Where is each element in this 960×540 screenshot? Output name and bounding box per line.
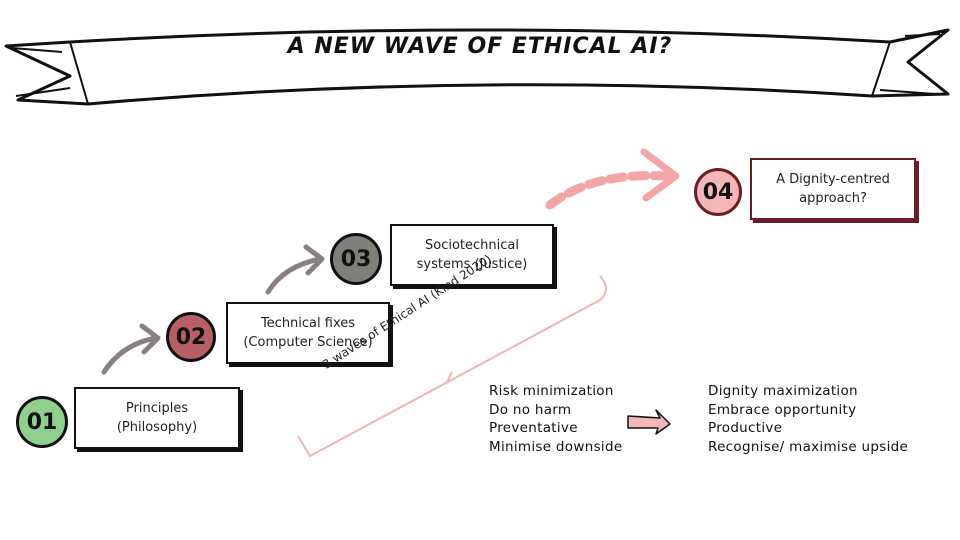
- step-04-label-line1: A Dignity-centred: [776, 172, 890, 187]
- step-03-number: 03: [340, 246, 372, 272]
- arrow-03-to-04-head: [640, 148, 680, 202]
- left-list-item: Preventative: [489, 420, 578, 436]
- left-list-item: Risk minimization: [489, 383, 614, 399]
- arrow-02-to-03: [265, 244, 325, 295]
- left-list: Risk minimization Do no harm Preventativ…: [489, 382, 622, 456]
- step-03-badge: 03: [330, 233, 382, 285]
- right-list-item: Productive: [708, 420, 783, 436]
- step-04-number: 04: [702, 179, 734, 205]
- step-04-box: A Dignity-centred approach?: [750, 158, 916, 220]
- step-04-badge: 04: [694, 168, 742, 216]
- step-04-label-line2: approach?: [799, 191, 867, 206]
- lists-arrow: [627, 409, 671, 435]
- left-list-item: Minimise downside: [489, 438, 623, 455]
- banner-ribbon: [4, 28, 950, 106]
- step-03-box: Sociotechnical systems (Justice): [390, 224, 554, 286]
- step-01-number: 01: [26, 409, 58, 435]
- left-list-item: Do no harm: [489, 401, 572, 418]
- banner-title: A NEW WAVE OF ETHICAL AI?: [287, 34, 673, 59]
- step-01-box: Principles (Philosophy): [74, 387, 240, 449]
- step-02-label-line2: (Computer Science): [243, 335, 373, 350]
- step-01-badge: 01: [16, 396, 68, 448]
- arrow-01-to-02: [101, 323, 161, 375]
- step-01-label-line2: (Philosophy): [116, 420, 198, 435]
- step-02-box: Technical fixes (Computer Science): [226, 302, 390, 364]
- arrow-03-to-04: [545, 171, 671, 210]
- waves-brace: [297, 275, 607, 458]
- right-list-item: Recognise/ maximise upside: [708, 438, 909, 455]
- step-03-label-line1: Sociotechnical: [425, 238, 519, 253]
- step-02-label-line1: Technical fixes: [260, 316, 356, 331]
- right-list-item: Embrace opportunity: [708, 401, 857, 418]
- step-02-badge: 02: [166, 312, 216, 362]
- step-01-label-line1: Principles: [125, 401, 189, 416]
- right-list: Dignity maximization Embrace opportunity…: [708, 382, 908, 456]
- step-02-number: 02: [175, 324, 207, 350]
- step-03-label-line2: systems (Justice): [416, 257, 528, 272]
- right-list-item: Dignity maximization: [708, 383, 858, 399]
